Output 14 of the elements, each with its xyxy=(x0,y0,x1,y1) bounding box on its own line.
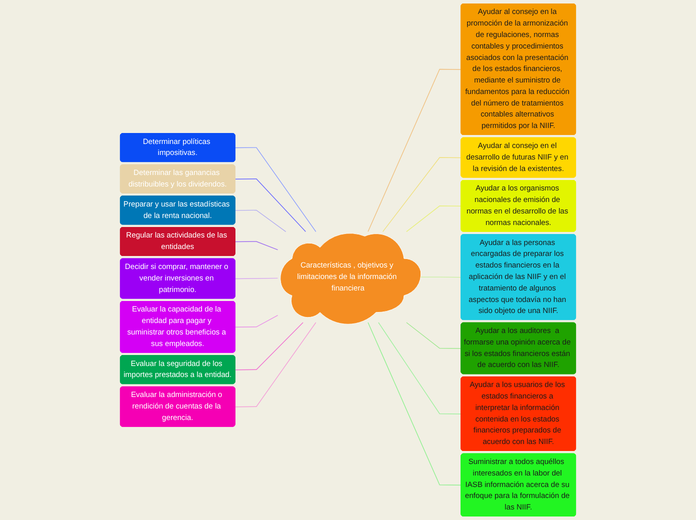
connector xyxy=(368,68,462,232)
connector xyxy=(234,147,316,232)
connector xyxy=(234,322,304,370)
connector xyxy=(406,322,462,349)
connector xyxy=(378,322,462,414)
connector xyxy=(406,206,462,232)
connector xyxy=(234,322,316,408)
connector xyxy=(382,157,462,232)
connector xyxy=(234,210,286,232)
connector xyxy=(234,241,278,250)
connector xyxy=(234,178,306,232)
connector xyxy=(368,322,462,486)
connector xyxy=(234,278,278,280)
connector xyxy=(234,314,278,328)
